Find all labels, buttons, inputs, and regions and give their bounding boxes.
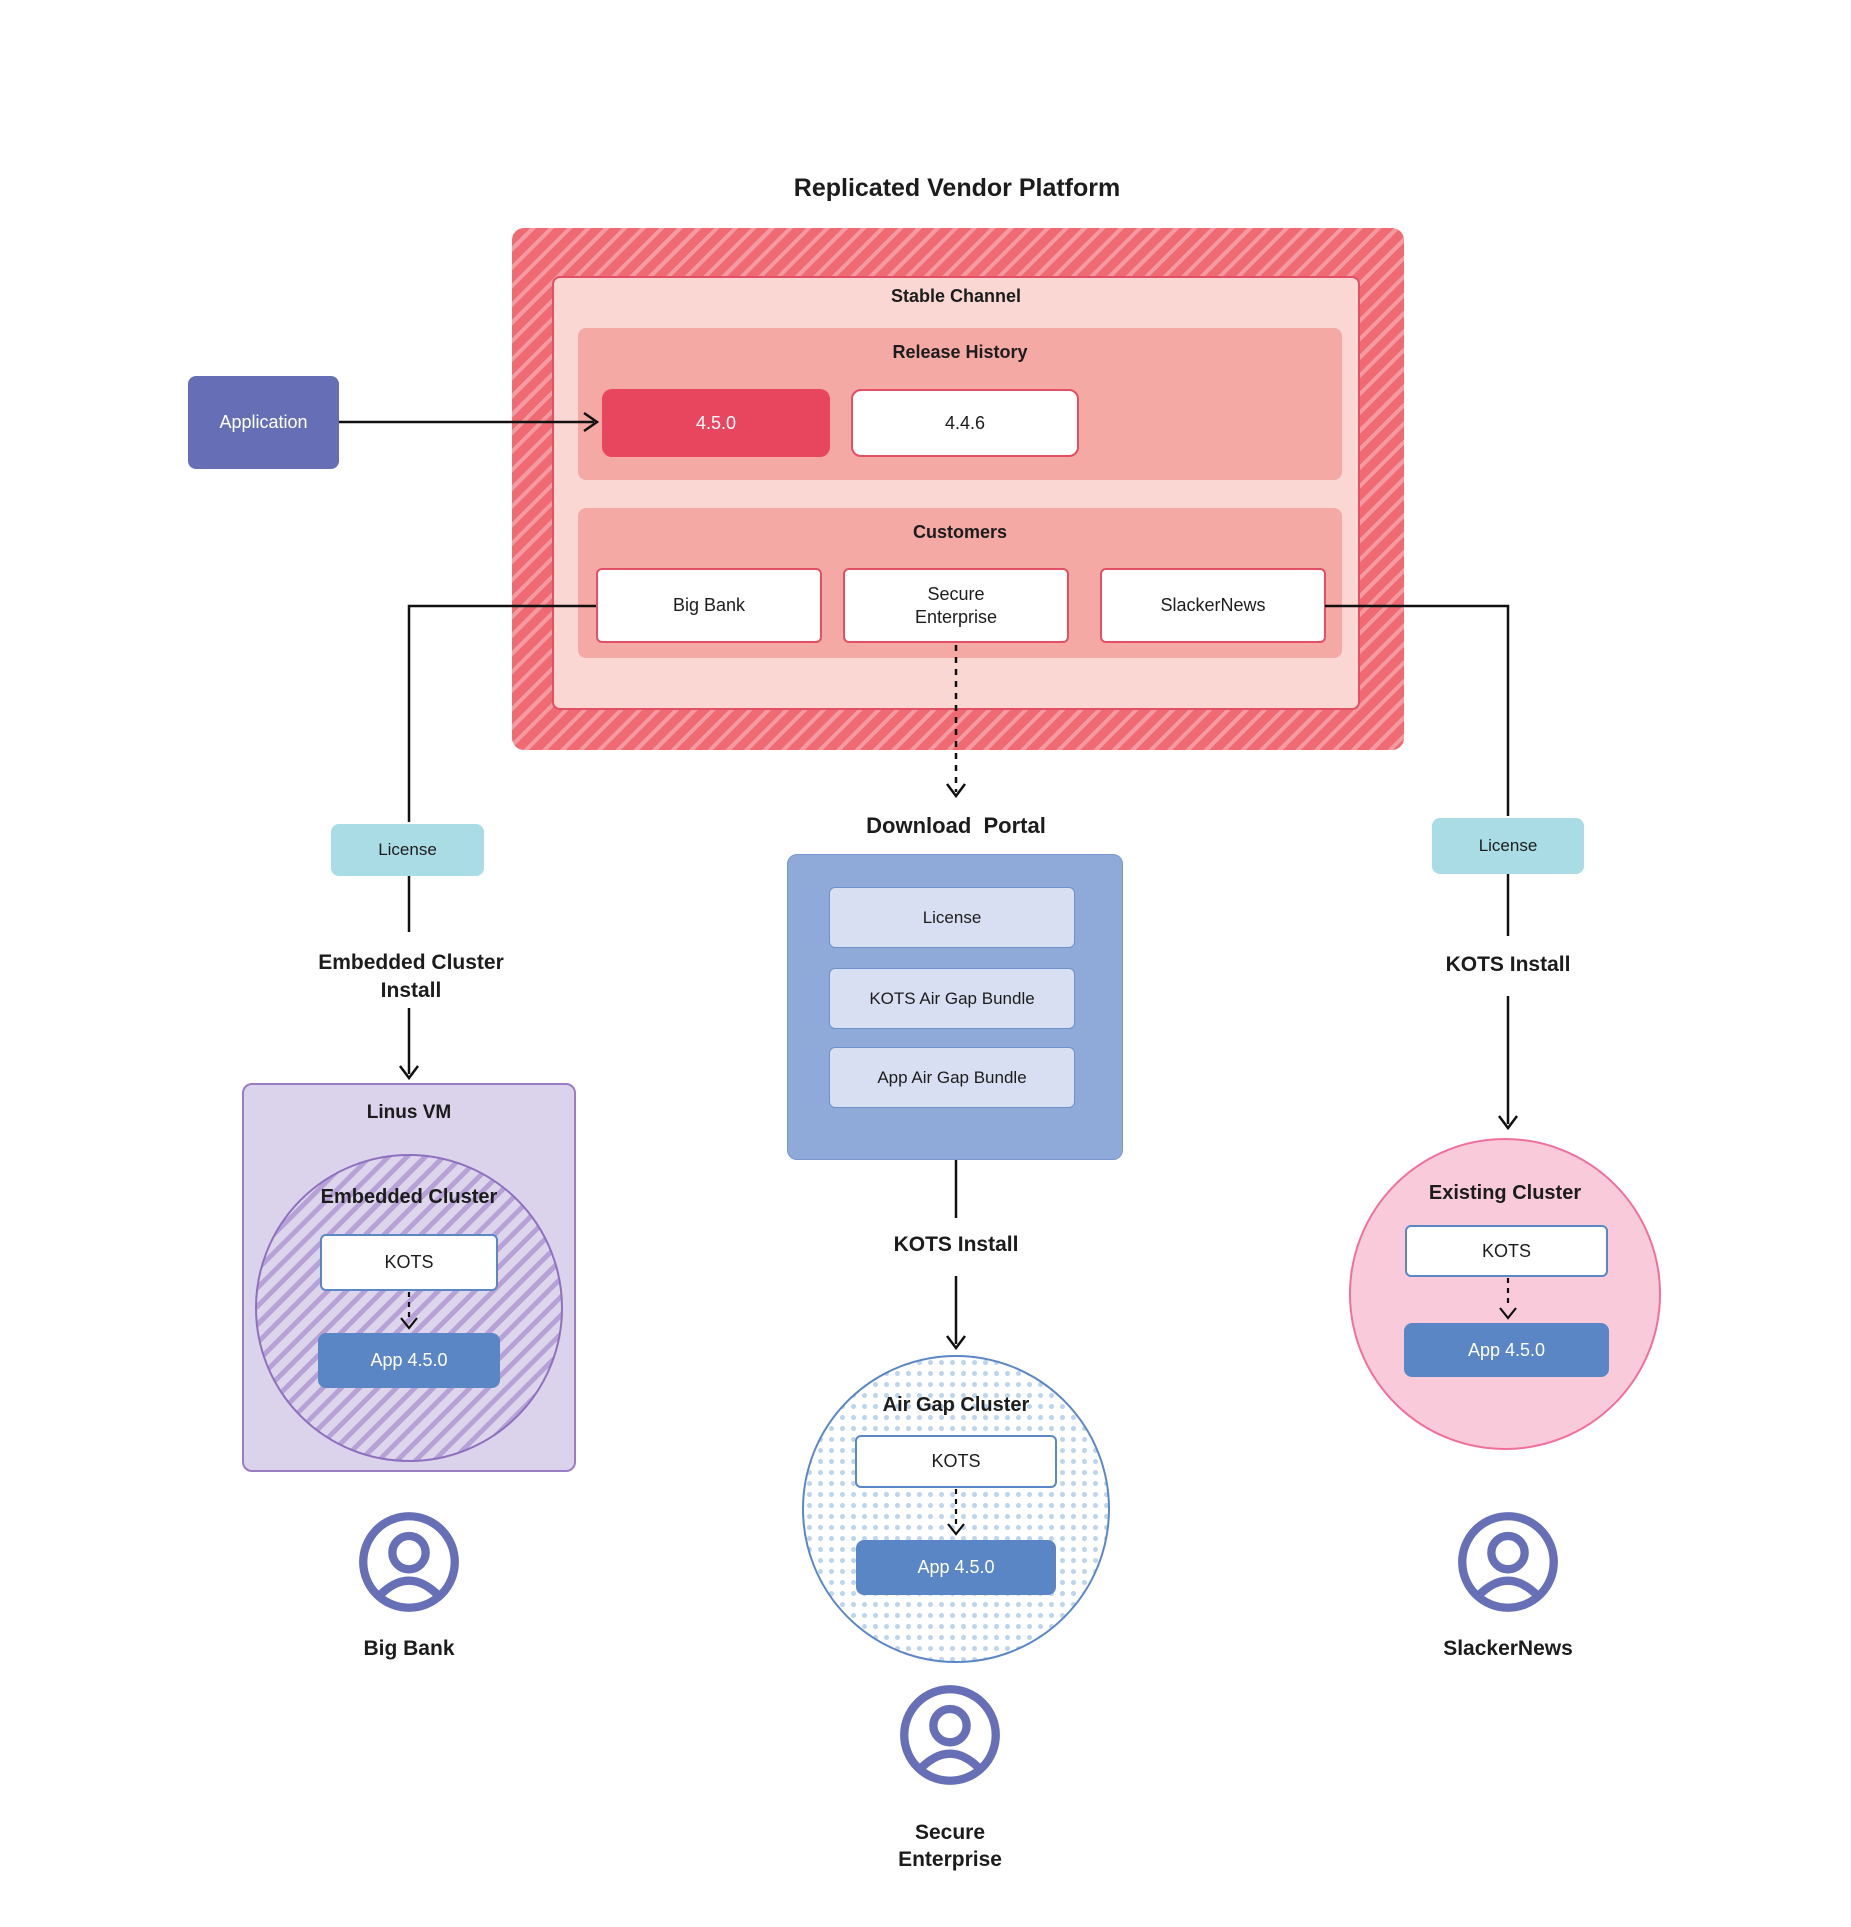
app-node-right: App 4.5.0 [1404,1323,1609,1377]
existing-cluster-circle [1349,1138,1661,1450]
air-gap-cluster-label: Air Gap Cluster [882,1393,1030,1416]
customer-big-bank: Big Bank [596,568,822,643]
portal-item-kots-airgap-bundle: KOTS Air Gap Bundle [829,968,1075,1029]
download-portal-title: Download Portal [866,813,1046,839]
arrowhead-down-icon [946,1335,966,1351]
kots-node-mid: KOTS [855,1435,1057,1488]
portal-item-license: License [829,887,1075,948]
application-node: Application [188,376,339,469]
customer-secure-enterprise-label: Secure Enterprise [914,584,998,627]
customer-big-bank-label: Big Bank [672,595,746,616]
person-label-secure-enterprise-text: Secure Enterprise [898,1820,1002,1871]
customer-secure-enterprise: Secure Enterprise [843,568,1069,643]
embedded-cluster-install-label: Embedded Cluster Install [318,950,504,1002]
customer-slackernews: SlackerNews [1100,568,1326,643]
arrowhead-down-icon [946,783,966,799]
release-4-5-0: 4.5.0 [602,389,830,457]
customers-label: Customers [912,521,1008,542]
stable-channel-label: Stable Channel [890,285,1022,306]
person-label-slackernews: SlackerNews [1443,1637,1573,1661]
person-icon [1458,1512,1558,1612]
person-label-secure-enterprise: Secure Enterprise [850,1816,1050,1876]
app-node-mid: App 4.5.0 [856,1540,1056,1595]
linus-vm-label: Linus VM [366,1102,452,1123]
kots-node-right: KOTS [1405,1225,1608,1277]
release-4-4-6: 4.4.6 [851,389,1079,457]
existing-cluster-label: Existing Cluster [1428,1181,1582,1204]
embedded-cluster-label: Embedded Cluster [320,1185,498,1208]
person-icon [359,1512,459,1612]
kots-install-label-mid: KOTS Install [893,1232,1019,1256]
person-label-big-bank: Big Bank [363,1637,455,1661]
kots-node-left: KOTS [320,1234,498,1291]
license-chip-right: License [1432,818,1584,874]
customer-slackernews-label: SlackerNews [1160,595,1266,616]
arrowhead-down-icon [399,1065,419,1081]
portal-item-app-airgap-bundle: App Air Gap Bundle [829,1047,1075,1108]
person-icon [900,1685,1000,1785]
release-history-label: Release History [892,341,1028,362]
license-chip-left: License [331,824,484,876]
air-gap-cluster-circle [802,1355,1110,1663]
arrowhead-down-icon [1498,1115,1518,1131]
page-title: Replicated Vendor Platform [793,173,1121,202]
app-node-left: App 4.5.0 [318,1333,500,1388]
kots-install-label-right: KOTS Install [1445,952,1571,976]
